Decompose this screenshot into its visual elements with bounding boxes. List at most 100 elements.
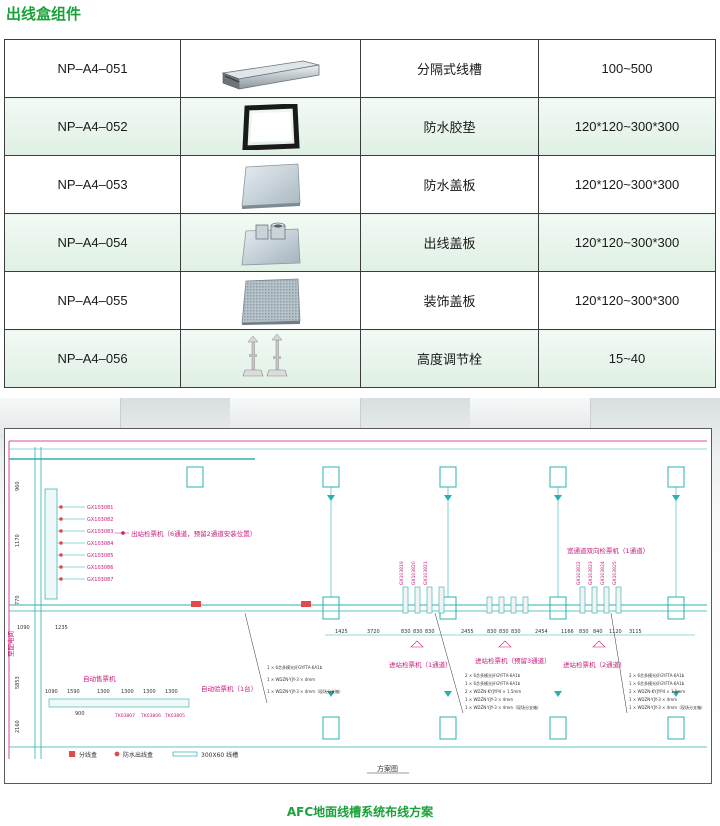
cover-plate-icon (241, 163, 300, 209)
diagram-caption: AFC地面线槽系统布线方案 (286, 805, 434, 819)
gate-code: GX103821 (423, 561, 429, 585)
note-line: 1 × 6芯多模光纤GYFTA-6A1b (267, 664, 323, 670)
dim-label: 830 (487, 629, 497, 635)
table-row: NP–A4–053 防水盖板 120*120~300*300 (4, 155, 716, 214)
part-spec: 120*120~300*300 (538, 213, 716, 272)
gate-code: GX103084 (87, 541, 113, 547)
gate-code: GX103085 (87, 553, 113, 559)
gate-code: GX103086 (87, 565, 113, 571)
gate-code: GX103825 (612, 561, 618, 585)
note-line: 2 × 6芯多模光纤GYFTA-6A1b (465, 672, 521, 678)
note-line: 1 × WDZN-YJY-3 × 4mm (629, 697, 677, 702)
dim-label: 3720 (367, 629, 380, 635)
gate-code: GX103820 (411, 561, 417, 585)
gate-code: GX103087 (87, 577, 113, 583)
dim-label: 1300 (121, 689, 134, 695)
part-name: 防水盖板 (360, 155, 539, 214)
note-line: 2 × 6芯多模光纤GYFTA-6A1b (629, 672, 685, 678)
part-code: NP–A4–056 (4, 329, 181, 388)
dim-label: 830 (401, 629, 411, 635)
part-spec: 15~40 (538, 329, 716, 388)
part-name: 出线盖板 (360, 213, 539, 272)
vending-code: TK03806 (140, 713, 161, 719)
part-name: 分隔式线槽 (360, 39, 539, 98)
note-line: 1 × WDZN-YJY-3 × 4mm（现场分支箱） (629, 704, 705, 710)
entry-gates-2-label: 进站检票机（2通道） (563, 660, 626, 669)
gate-code: GX103824 (600, 561, 606, 585)
part-name: 高度调节栓 (360, 329, 539, 388)
note-line: 2 × WDZN-KYJYP4 × 1.5mm (465, 689, 521, 694)
note-line: 1 × WDZN-YJY-3 × 4mm（现场分支箱） (465, 704, 541, 710)
dim-label: 1300 (165, 689, 178, 695)
decor-plate-icon (241, 278, 300, 325)
dim-label: 1300 (97, 689, 110, 695)
table-row: NP–A4–055 装饰盖板 120*120~300*300 (4, 271, 716, 330)
dim-label: 770 (15, 595, 21, 605)
trough-icon (172, 751, 198, 757)
dim-label: 1425 (335, 629, 348, 635)
part-spec: 120*120~300*300 (538, 155, 716, 214)
plan-caption: 方案图 (377, 764, 398, 773)
dim-label: 1166 (561, 629, 574, 635)
part-code: NP–A4–052 (4, 97, 181, 156)
wide-gate-label: 宽通道双向检票机（1通道） (567, 546, 649, 555)
dim-label: 1590 (67, 689, 80, 695)
legend-outlet-label: 防水出线盒 (123, 751, 153, 759)
part-name: 防水胶垫 (360, 97, 539, 156)
wiring-plan-diagram: GX103081 GX103082 GX103083 GX103084 GX10… (4, 428, 712, 784)
part-name: 装饰盖板 (360, 271, 539, 330)
dim-label: 830 (499, 629, 509, 635)
gate-code: GX103822 (576, 561, 582, 585)
dim-label: 1300 (143, 689, 156, 695)
dim-label: 2455 (461, 629, 474, 635)
note-line: 1 × 6芯多模光纤GYFTA-6A1b (629, 680, 685, 686)
table-row: NP–A4–054 出线盖板 120*120~300*300 (4, 213, 716, 272)
cable-trough-icon (220, 60, 319, 89)
dim-label: 830 (579, 629, 589, 635)
outlet-box-icon (114, 751, 120, 757)
entry-gates-3-label: 进站检票机（预留3通道） (475, 656, 551, 665)
vending-code: TK03805 (164, 713, 185, 719)
dim-label: 2160 (15, 720, 21, 733)
gate-code: GX103081 (87, 505, 113, 511)
dim-label: 960 (15, 481, 21, 491)
dim-label: 2454 (535, 629, 548, 635)
dim-label: 900 (75, 711, 85, 717)
legend-trough-label: 300X60 线槽 (201, 751, 238, 759)
note-line: 2 × WDZN-KYJYP4 × 1.5mm (629, 689, 685, 694)
ticket-machine-label: 自动售票机 (83, 674, 116, 683)
parts-table: NP–A4–051 分隔式线槽 100~500 NP–A4–052 (4, 39, 716, 388)
junction-box-icon (69, 751, 75, 757)
recharge-machine-label: 自动验票机（1台） (201, 684, 257, 693)
table-row: NP–A4–051 分隔式线槽 100~500 (4, 39, 716, 98)
vending-code: TK03807 (114, 713, 135, 719)
note-line: 1 × 6芯多模光纤GYFTA-6A1b (465, 680, 521, 686)
exit-gates-label: 出站检票机（6通道，预留2通道安装位置） (131, 529, 256, 538)
part-code: NP–A4–053 (4, 155, 181, 214)
dim-label: 1090 (45, 689, 58, 695)
dim-label: 1090 (17, 625, 30, 631)
gate-code: GX103823 (588, 561, 594, 585)
gate-code: GX103082 (87, 517, 113, 523)
entry-gates-1-label: 进站检票机（1通道） (389, 660, 452, 669)
dim-label: 830 (425, 629, 435, 635)
outlet-cover-icon (241, 222, 300, 265)
note-line: 1 × WDZN-YJY-3 × 4mm（现场分支箱） (267, 688, 343, 694)
power-room-label: 至配电间 (6, 631, 15, 657)
part-code: NP–A4–051 (4, 39, 181, 98)
leveling-bolt-icon (242, 333, 287, 376)
part-code: NP–A4–054 (4, 213, 181, 272)
dim-label: 840 (593, 629, 603, 635)
dim-label: 5853 (15, 676, 21, 689)
note-line: 1 × WDZN-YJY-3 × 4mm (267, 677, 315, 682)
part-spec: 120*120~300*300 (538, 271, 716, 330)
dim-label: 1235 (55, 625, 68, 631)
dim-label: 1120 (609, 629, 622, 635)
legend-box-label: 分线盒 (79, 751, 97, 759)
table-row: NP–A4–052 防水胶垫 120*120~300*300 (4, 97, 716, 156)
dim-label: 830 (413, 629, 423, 635)
gasket-icon (241, 103, 300, 150)
part-spec: 120*120~300*300 (538, 97, 716, 156)
part-code: NP–A4–055 (4, 271, 181, 330)
gate-code: GX103819 (399, 561, 405, 585)
